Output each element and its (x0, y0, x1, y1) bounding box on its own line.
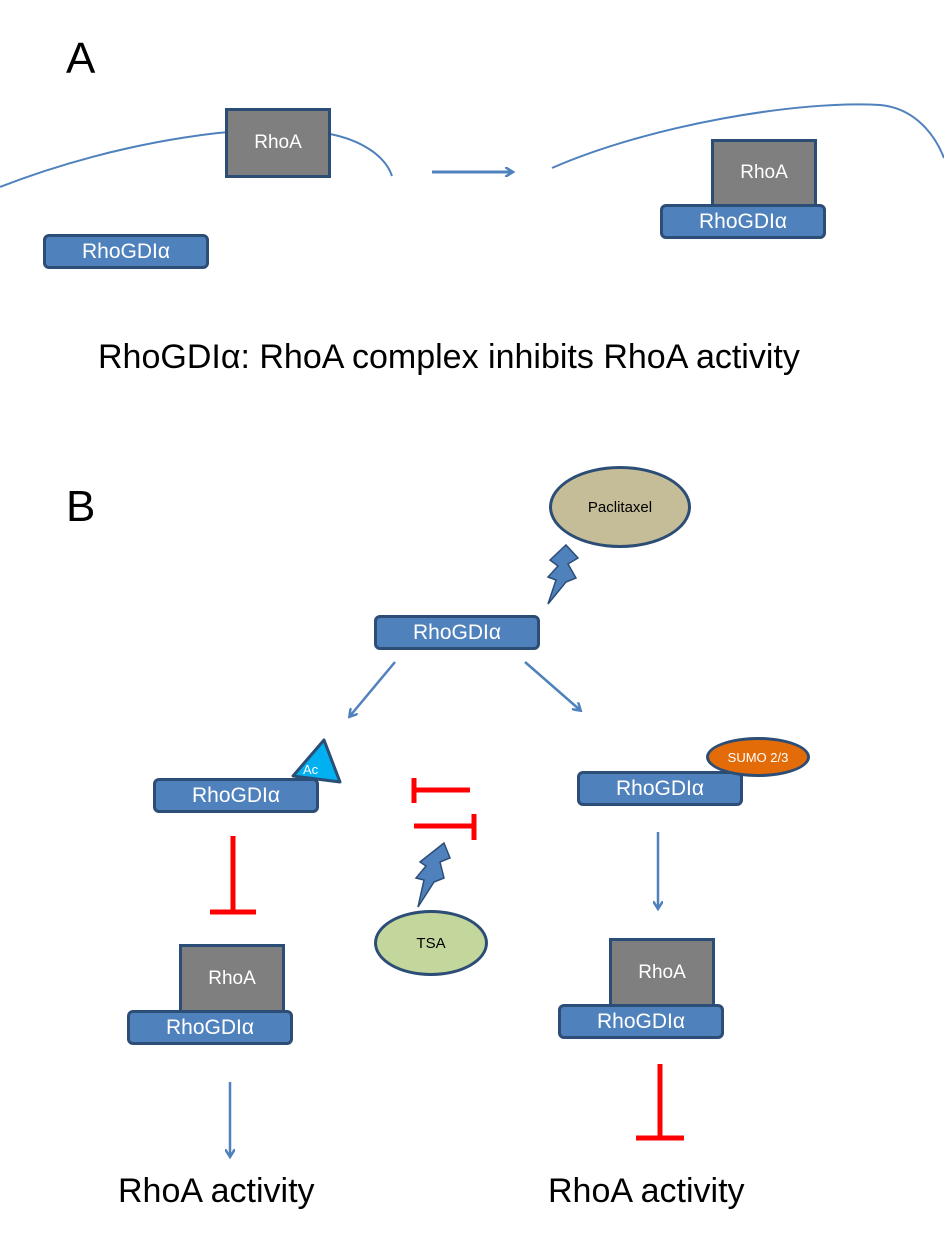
panel-a-label: A (66, 34, 96, 83)
rhogdi-right-complex-box: RhoGDIα (558, 1004, 724, 1039)
inhibit-tsa-bottom (414, 814, 477, 840)
sumo-tag-ellipse: SUMO 2/3 (706, 737, 810, 777)
rhoa-right-complex-box: RhoA (609, 938, 715, 1008)
rhogdi-free-box: RhoGDIα (43, 234, 209, 269)
rhoa-left-complex-box: RhoA (179, 944, 285, 1014)
membrane-curve-left (0, 128, 393, 188)
paclitaxel-ellipse: Paclitaxel (549, 466, 691, 548)
rhoa-complex-box: RhoA (711, 139, 817, 207)
panel-b-label: B (66, 482, 96, 531)
inhibit-tsa-top (411, 778, 470, 803)
rhoa-membrane-box: RhoA (225, 108, 331, 178)
arrow-to-acetylated (350, 661, 396, 716)
membrane-curve-right (551, 103, 944, 169)
tsa-ellipse: TSA (374, 910, 488, 976)
rhogdi-center-box: RhoGDIα (374, 615, 540, 650)
right-outcome-label: RhoA activity (548, 1172, 745, 1210)
panel-a-caption: RhoGDIα: RhoA complex inhibits RhoA acti… (98, 338, 800, 376)
acetyl-tag-label: Ac (303, 762, 319, 777)
lightning-bolt-paclitaxel-icon (546, 543, 580, 605)
lightning-bolt-tsa-icon (414, 841, 451, 908)
left-outcome-label: RhoA activity (118, 1172, 315, 1210)
rhogdi-acetylated-box: RhoGDIα (153, 778, 319, 813)
arrow-to-sumoylated (524, 661, 580, 710)
rhogdi-complex-box: RhoGDIα (660, 204, 826, 239)
rhogdi-sumoylated-box: RhoGDIα (577, 771, 743, 806)
inhibit-right-complex (636, 1064, 684, 1141)
inhibit-left-acetyl (210, 836, 256, 915)
rhogdi-left-complex-box: RhoGDIα (127, 1010, 293, 1045)
